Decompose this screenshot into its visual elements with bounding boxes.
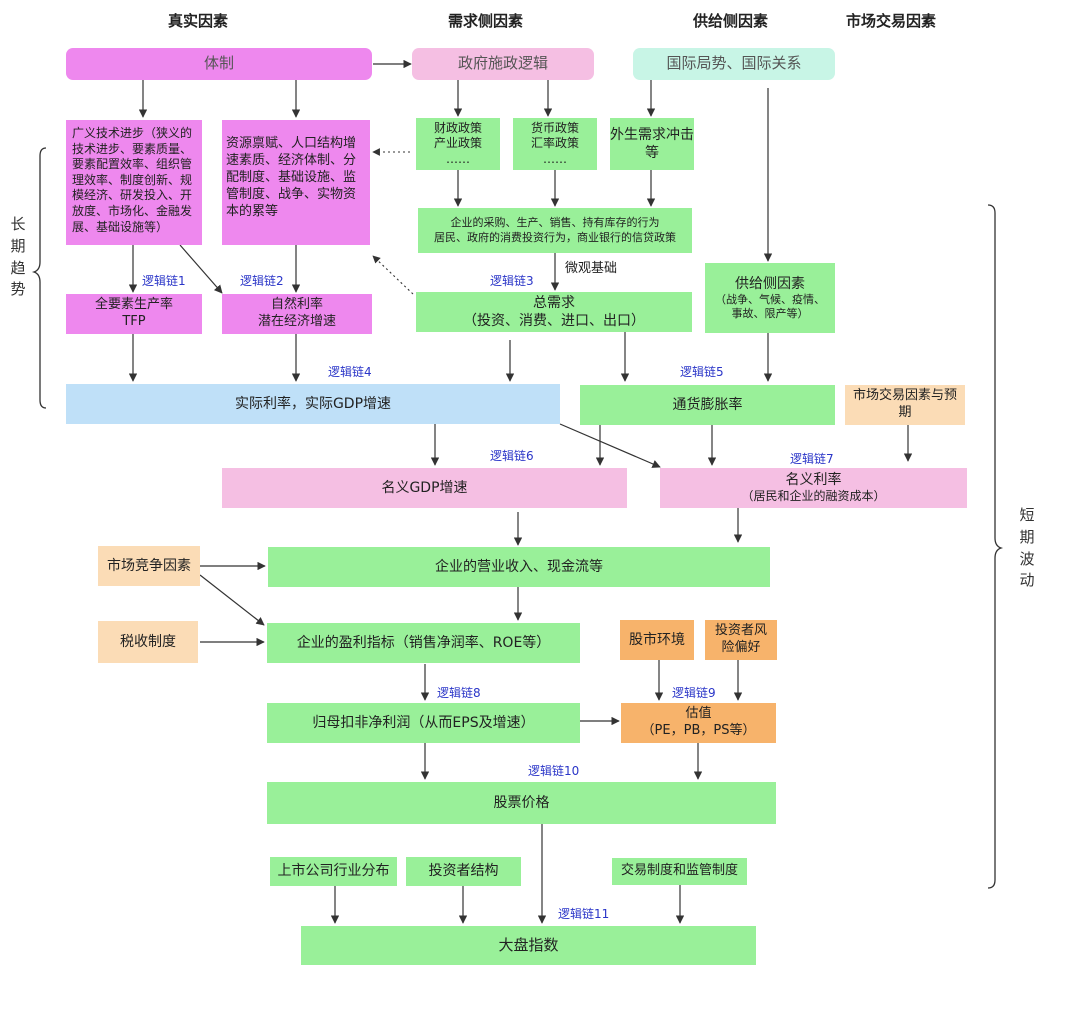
tfp-box: 全要素生产率 TFP bbox=[66, 294, 202, 334]
broad-tech-text: 广义技术进步（狭义的技术进步、要素质量、要素配置效率、组织管理效率、制度创新、规… bbox=[72, 126, 193, 234]
risk-preference-box: 投资者风险偏好 bbox=[705, 620, 777, 660]
system-box: 体制 bbox=[66, 48, 372, 80]
nominal-gdp-text: 名义GDP增速 bbox=[381, 479, 468, 496]
market-competition-text: 市场竞争因素 bbox=[107, 557, 191, 574]
intl-box: 国际局势、国际关系 bbox=[633, 48, 835, 80]
profitability-text: 企业的盈利指标（销售净润率、ROE等） bbox=[296, 634, 551, 651]
valuation-text: 估值 （PE，PB，PS等） bbox=[641, 706, 756, 738]
stock-environment-text: 股市环境 bbox=[629, 631, 685, 648]
risk-preference-text: 投资者风险偏好 bbox=[714, 623, 767, 655]
nominal-gdp-box: 名义GDP增速 bbox=[222, 468, 627, 508]
nominal-rate-box: 名义利率 （居民和企业的融资成本） bbox=[660, 468, 967, 508]
tax-system-text: 税收制度 bbox=[120, 633, 176, 650]
revenue-text: 企业的营业收入、现金流等 bbox=[435, 558, 603, 575]
chain-label-11: 逻辑链11 bbox=[558, 907, 610, 921]
inflation-box: 通货膨胀率 bbox=[580, 385, 835, 425]
natural-rate-text: 自然利率 潜在经济增速 bbox=[257, 297, 336, 329]
aggregate-demand-text: 总需求 （投资、消费、进口、出口） bbox=[463, 294, 645, 329]
chain-label-3: 逻辑链3 bbox=[490, 274, 534, 288]
micro-behavior-box: 企业的采购、生产、销售、持有库存的行为 居民、政府的消费投资行为，商业银行的信贷… bbox=[418, 208, 692, 253]
nominal-rate-detail: （居民和企业的融资成本） bbox=[741, 489, 886, 504]
stock-environment-box: 股市环境 bbox=[620, 620, 694, 660]
aggregate-demand-box: 总需求 （投资、消费、进口、出口） bbox=[416, 292, 692, 332]
market-expectation-box: 市场交易因素与预期 bbox=[845, 385, 965, 425]
chain-label-2: 逻辑链2 bbox=[240, 274, 284, 288]
header-real-factors: 真实因素 bbox=[168, 12, 229, 30]
market-expectation-text: 市场交易因素与预期 bbox=[852, 388, 957, 420]
inflation-text: 通货膨胀率 bbox=[672, 396, 743, 413]
fiscal-policy-text: 财政政策 产业政策 …… bbox=[433, 120, 482, 166]
intl-text: 国际局势、国际关系 bbox=[666, 54, 802, 73]
tfp-text: 全要素生产率 TFP bbox=[94, 297, 173, 329]
chain-label-4: 逻辑链4 bbox=[328, 365, 372, 379]
nominal-rate-title: 名义利率 bbox=[785, 472, 842, 489]
supply-factor-detail: （战争、气候、疫情、事故、限产等） bbox=[715, 292, 825, 321]
market-index-box: 大盘指数 bbox=[301, 926, 756, 965]
chain-label-6: 逻辑链6 bbox=[490, 449, 534, 463]
real-rate-gdp-text: 实际利率，实际GDP增速 bbox=[234, 395, 392, 412]
external-shock-box: 外生需求冲击等 bbox=[610, 118, 694, 170]
trading-system-box: 交易制度和监管制度 bbox=[612, 858, 747, 885]
real-rate-gdp-box: 实际利率，实际GDP增速 bbox=[66, 384, 560, 424]
investor-structure-box: 投资者结构 bbox=[406, 857, 521, 886]
gov-logic-text: 政府施政逻辑 bbox=[457, 54, 548, 73]
monetary-policy-box: 货币政策 汇率政策 …… bbox=[513, 118, 597, 170]
industry-distribution-text: 上市公司行业分布 bbox=[277, 863, 390, 880]
supply-factor-title: 供给侧因素 bbox=[735, 275, 805, 292]
net-profit-box: 归母扣非净利润（从而EPS及增速） bbox=[267, 703, 580, 743]
market-index-text: 大盘指数 bbox=[498, 935, 559, 954]
system-text: 体制 bbox=[203, 54, 234, 73]
chain-label-1: 逻辑链1 bbox=[142, 274, 186, 288]
stock-price-text: 股票价格 bbox=[493, 794, 550, 811]
endowment-box: 资源禀赋、人口结构增速素质、经济体制、分配制度、基础设施、监管制度、战争、实物资… bbox=[222, 120, 370, 245]
market-competition-box: 市场竞争因素 bbox=[98, 546, 200, 586]
gov-logic-box: 政府施政逻辑 bbox=[412, 48, 594, 80]
header-market-factors: 市场交易因素 bbox=[846, 12, 937, 30]
stock-price-box: 股票价格 bbox=[267, 782, 776, 824]
natural-rate-box: 自然利率 潜在经济增速 bbox=[222, 294, 372, 334]
micro-behavior-text: 企业的采购、生产、销售、持有库存的行为 居民、政府的消费投资行为，商业银行的信贷… bbox=[434, 216, 676, 244]
investor-structure-text: 投资者结构 bbox=[428, 863, 499, 880]
chain-label-8: 逻辑链8 bbox=[437, 686, 481, 700]
profitability-box: 企业的盈利指标（销售净润率、ROE等） bbox=[267, 623, 580, 663]
short-term-fluctuation-label: 短 期 波 动 bbox=[1019, 506, 1035, 590]
chain-label-9: 逻辑链9 bbox=[672, 686, 716, 700]
supply-factor-box: 供给侧因素 （战争、气候、疫情、事故、限产等） bbox=[705, 263, 835, 333]
broad-tech-box: 广义技术进步（狭义的技术进步、要素质量、要素配置效率、组织管理效率、制度创新、规… bbox=[66, 120, 202, 245]
header-demand-factors: 需求侧因素 bbox=[448, 12, 524, 30]
chain-label-7: 逻辑链7 bbox=[790, 452, 834, 466]
chain-label-10: 逻辑链10 bbox=[528, 764, 580, 778]
header-supply-factors: 供给侧因素 bbox=[693, 12, 769, 30]
industry-distribution-box: 上市公司行业分布 bbox=[270, 857, 397, 886]
tax-system-box: 税收制度 bbox=[98, 621, 198, 663]
micro-basis-label: 微观基础 bbox=[565, 261, 618, 276]
endowment-text: 资源禀赋、人口结构增速素质、经济体制、分配制度、基础设施、监管制度、战争、实物资… bbox=[226, 136, 357, 219]
revenue-box: 企业的营业收入、现金流等 bbox=[268, 547, 770, 587]
valuation-box: 估值 （PE，PB，PS等） bbox=[621, 703, 776, 743]
long-term-trend-label: 长 期 趋 势 bbox=[10, 215, 26, 299]
net-profit-text: 归母扣非净利润（从而EPS及增速） bbox=[312, 714, 535, 731]
external-shock-text: 外生需求冲击等 bbox=[610, 126, 694, 161]
fiscal-policy-box: 财政政策 产业政策 …… bbox=[416, 118, 500, 170]
trading-system-text: 交易制度和监管制度 bbox=[620, 863, 738, 879]
monetary-policy-text: 货币政策 汇率政策 …… bbox=[530, 120, 579, 166]
chain-label-5: 逻辑链5 bbox=[680, 365, 724, 379]
